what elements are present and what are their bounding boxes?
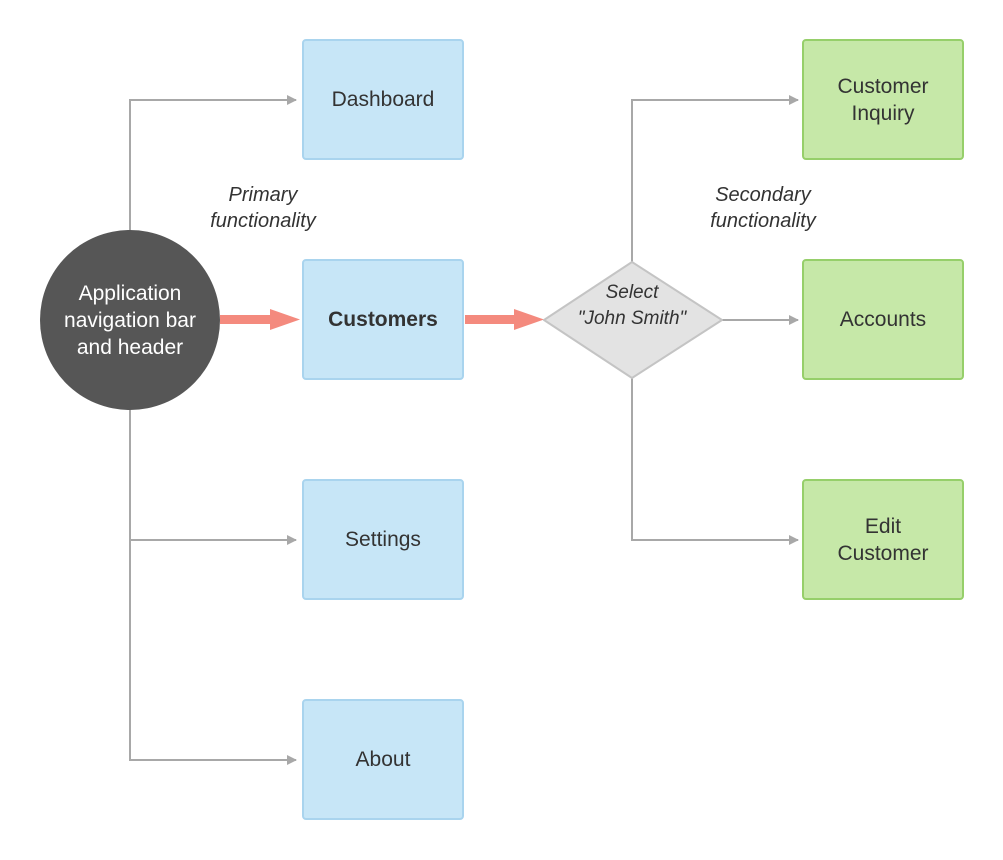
edit-customer-label: Edit Customer: [837, 514, 929, 565]
edit-customer-node: Edit Customer: [802, 479, 964, 600]
customers-label: Customers: [328, 308, 438, 331]
primary-functionality-annotation: Primary functionality: [210, 184, 316, 232]
hub-label: Application navigation bar and header: [64, 281, 196, 359]
customer-inquiry-node: Customer Inquiry: [802, 39, 964, 160]
about-label: About: [355, 748, 411, 771]
about-node: About: [302, 699, 464, 820]
dashboard-label: Dashboard: [331, 88, 435, 111]
connector-decision-to-customer-inquiry: [631, 95, 799, 262]
highlight-arrow-customers-to-decision: [465, 309, 544, 330]
settings-label: Settings: [345, 528, 421, 551]
app-navigation-hub: Application navigation bar and header: [40, 230, 220, 410]
secondary-functionality-annotation: Secondary functionality: [710, 184, 816, 232]
connector-hub-to-dashboard: [129, 95, 297, 230]
accounts-label: Accounts: [839, 308, 927, 331]
customer-inquiry-label: Customer Inquiry: [837, 74, 929, 125]
connector-hub-to-about: [129, 410, 297, 765]
connector-decision-to-edit-customer: [631, 378, 799, 545]
customers-node: Customers: [302, 259, 464, 380]
highlight-arrow-hub-to-customers: [220, 309, 300, 330]
dashboard-node: Dashboard: [302, 39, 464, 160]
settings-node: Settings: [302, 479, 464, 600]
accounts-node: Accounts: [802, 259, 964, 380]
decision-label: Select "John Smith": [577, 282, 687, 329]
decision-diamond: [543, 261, 723, 379]
